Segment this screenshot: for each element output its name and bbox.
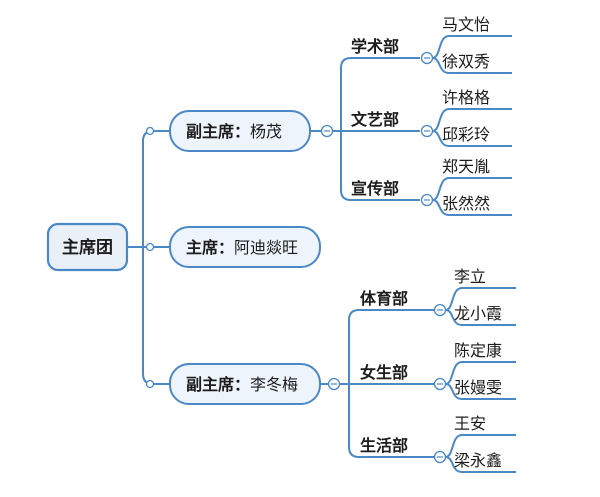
connector-member-line xyxy=(432,108,512,132)
connector-member-line xyxy=(432,57,512,74)
dept-node-label[interactable]: 生活部 xyxy=(360,436,408,455)
dept-node-label[interactable]: 宣传部 xyxy=(351,179,399,198)
branch-node-0-box[interactable] xyxy=(169,110,311,152)
junction-dot[interactable] xyxy=(145,126,155,136)
connector-member-line xyxy=(445,456,516,473)
connector-member-line xyxy=(445,287,516,311)
connector-member-line xyxy=(445,361,516,385)
member-node-label[interactable]: 梁永鑫 xyxy=(454,451,502,470)
branch-node-1-label: 主席：阿迪燚旺 xyxy=(186,238,298,257)
member-node-label[interactable]: 郑天胤 xyxy=(442,158,490,176)
connector-member-line xyxy=(432,35,512,59)
collapse-toggle[interactable] xyxy=(320,124,334,138)
connector-member-line xyxy=(432,130,512,147)
branch-node-2-box[interactable] xyxy=(169,363,321,405)
member-node-label[interactable]: 张然然 xyxy=(442,195,490,213)
branch-node-0-label: 副主席：杨茂 xyxy=(186,122,282,141)
root-node-label: 主席团 xyxy=(62,237,113,257)
connector-member-line xyxy=(432,177,512,201)
branch-node-1[interactable]: 主席：阿迪燚旺 xyxy=(169,226,321,268)
collapse-toggle[interactable] xyxy=(420,51,434,65)
collapse-toggle[interactable] xyxy=(433,450,447,464)
connector-root-trunk xyxy=(142,130,170,385)
junction-dot[interactable] xyxy=(145,379,155,389)
connector-member-line xyxy=(445,309,516,326)
connector-branch0-trunk xyxy=(340,57,352,201)
member-node-label[interactable]: 陈定康 xyxy=(454,342,502,360)
root-node[interactable]: 主席团 xyxy=(46,222,129,272)
branch-node-2-label: 副主席：李冬梅 xyxy=(186,375,298,394)
member-node-label[interactable]: 许格格 xyxy=(442,89,490,107)
member-node-label[interactable]: 张嫚雯 xyxy=(454,379,502,397)
connector-member-line xyxy=(445,434,516,458)
member-node-label[interactable]: 王安 xyxy=(454,415,486,433)
connector-member-line xyxy=(432,199,512,216)
member-node-label[interactable]: 邱彩玲 xyxy=(442,126,490,144)
dept-node-label[interactable]: 学术部 xyxy=(351,37,399,56)
member-node-label[interactable]: 马文怡 xyxy=(442,16,490,34)
collapse-toggle[interactable] xyxy=(420,124,434,138)
junction-dot[interactable] xyxy=(145,242,155,252)
collapse-toggle[interactable] xyxy=(420,193,434,207)
member-node-label[interactable]: 李立 xyxy=(454,268,486,286)
collapse-toggle[interactable] xyxy=(327,377,341,391)
dept-node-label[interactable]: 体育部 xyxy=(360,289,408,308)
member-node-label[interactable]: 龙小霞 xyxy=(454,305,502,323)
member-node-label[interactable]: 徐双秀 xyxy=(442,53,490,71)
dept-node-label[interactable]: 女生部 xyxy=(360,363,408,382)
connector-member-line xyxy=(445,383,516,400)
root-node-box[interactable] xyxy=(46,222,129,272)
dept-node-label[interactable]: 文艺部 xyxy=(351,110,399,129)
collapse-toggle[interactable] xyxy=(433,377,447,391)
branch-node-0[interactable]: 副主席：杨茂 xyxy=(169,110,311,152)
branch-node-1-box[interactable] xyxy=(169,226,321,268)
branch-node-2[interactable]: 副主席：李冬梅 xyxy=(169,363,321,405)
collapse-toggle[interactable] xyxy=(433,303,447,317)
